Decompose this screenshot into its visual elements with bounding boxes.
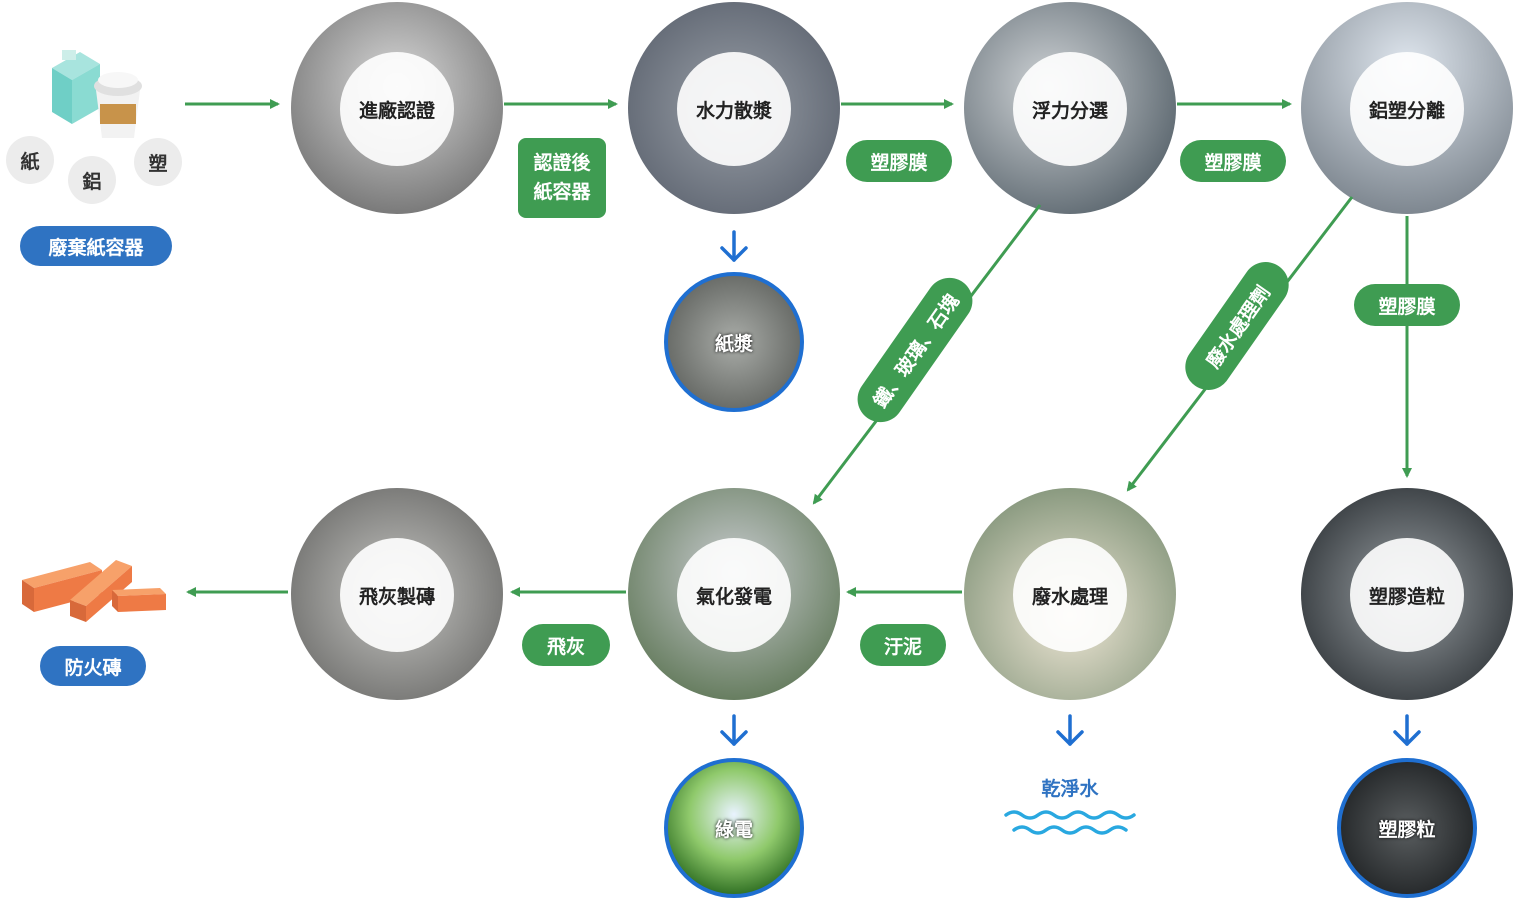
output-pellets-label: 塑膠粒 [1378, 818, 1436, 841]
arrow-gasification-to-green-power [720, 714, 748, 746]
flow-certified-label: 認證後 紙容器 [518, 138, 606, 218]
green-power-output-photo [664, 758, 804, 898]
flow-fly-ash-label: 飛灰 [522, 624, 610, 666]
flow-film-label-1: 塑膠膜 [846, 140, 952, 182]
brick-icon [22, 560, 166, 622]
source-label: 廢棄紙容器 [20, 226, 172, 266]
material-plastic-label: 塑 [148, 152, 168, 175]
milk-carton-and-cup-icon [52, 50, 142, 138]
material-aluminum-label: 鋁 [82, 170, 102, 193]
pulp-output-photo [664, 272, 804, 412]
stage-intake-label: 進廠認證 [340, 52, 454, 166]
water-waves-icon [1004, 810, 1136, 835]
stage-flotation-label: 浮力分選 [1013, 52, 1127, 166]
flow-film-label-2: 塑膠膜 [1180, 140, 1286, 182]
stage-separation-label: 鋁塑分離 [1350, 52, 1464, 166]
arrow-pelletizing-to-pellets [1393, 714, 1421, 746]
output-clean-water-label: 乾淨水 [1041, 777, 1099, 800]
stage-brickmaking-label: 飛灰製磚 [340, 538, 454, 652]
arrow-pulping-to-pulp [720, 230, 748, 262]
material-paper-label: 紙 [20, 150, 40, 173]
flow-film-label-3: 塑膠膜 [1354, 284, 1460, 326]
output-green-power-label: 綠電 [714, 818, 753, 841]
arrow-wastewater-to-clean-water [1056, 714, 1084, 746]
stage-gasification-label: 氣化發電 [677, 538, 791, 652]
material-aluminum-chip: 鋁 [68, 156, 116, 204]
output-fire-brick-label: 防火磚 [40, 646, 146, 686]
material-plastic-chip: 塑 [134, 138, 182, 186]
output-pulp-label: 紙漿 [714, 332, 753, 355]
material-paper-chip: 紙 [6, 136, 54, 184]
pellets-output-photo [1337, 758, 1477, 898]
flow-sludge-label: 汙泥 [860, 624, 946, 666]
stage-pelletizing-label: 塑膠造粒 [1350, 538, 1464, 652]
stage-pulping-label: 水力散漿 [677, 52, 791, 166]
stage-wastewater-label: 廢水處理 [1013, 538, 1127, 652]
